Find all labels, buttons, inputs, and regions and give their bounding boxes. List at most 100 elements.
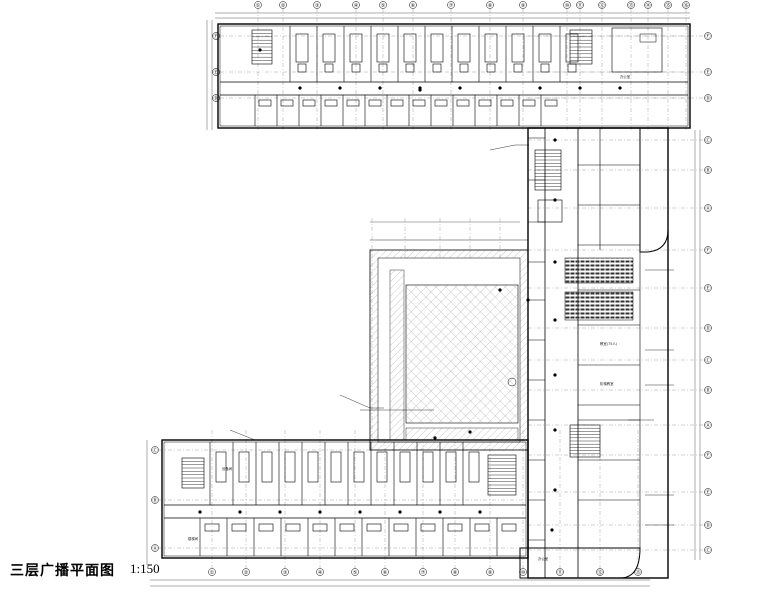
svg-text:Ⓒ: Ⓒ — [152, 447, 157, 454]
axis-bubble-top: ⑯ — [682, 1, 690, 9]
axis-bubble-right: Ⓓ — [704, 94, 712, 102]
speaker-mark — [618, 86, 622, 90]
speaker-mark — [258, 48, 262, 52]
east-wing: 教室(75人) 阶梯教室 办公室 — [519, 127, 669, 579]
svg-text:⑤: ⑤ — [381, 3, 386, 9]
speaker-mark — [358, 510, 362, 514]
axis-bubble-top: ④ — [352, 1, 360, 9]
axis-bubble-top: ⑥ — [409, 1, 417, 9]
svg-text:Ⓒ: Ⓒ — [705, 357, 710, 364]
svg-text:Ⓔ: Ⓔ — [705, 285, 710, 292]
axis-bubble-top: ⑬ — [627, 1, 635, 9]
svg-text:Ⓕ: Ⓕ — [705, 33, 710, 40]
speaker-mark — [298, 86, 302, 90]
svg-text:Ⓓ: Ⓓ — [705, 522, 710, 529]
axis-bubble-right: Ⓕ — [704, 451, 712, 459]
svg-text:⑧: ⑧ — [453, 570, 458, 576]
axis-bubble-right: Ⓐ — [704, 421, 712, 429]
svg-text:Ⓔ: Ⓔ — [213, 69, 218, 76]
svg-text:⑮: ⑮ — [665, 2, 670, 9]
axis-bubble-top: ⑤ — [379, 1, 387, 9]
axis-bubble-bottom: ⑫ — [596, 568, 604, 576]
axis-bubble-bottom: ② — [242, 568, 250, 576]
drawing-scale: 1:150 — [130, 561, 160, 576]
svg-text:Ⓕ: Ⓕ — [213, 33, 218, 40]
svg-text:Ⓑ: Ⓑ — [152, 497, 157, 504]
svg-text:②: ② — [244, 570, 249, 576]
svg-text:⑪: ⑪ — [577, 2, 582, 9]
speaker-mark — [553, 138, 557, 142]
svg-text:③: ③ — [283, 570, 288, 576]
svg-text:⑥: ⑥ — [411, 3, 416, 9]
speaker-mark — [553, 198, 557, 202]
axis-bubble-top: ⑪ — [576, 1, 584, 9]
svg-text:⑦: ⑦ — [421, 570, 426, 576]
room-label-equipment: 设备间 — [222, 466, 233, 471]
svg-text:Ⓐ: Ⓐ — [705, 205, 710, 212]
speaker-mark — [498, 288, 502, 292]
axis-bubble-top: ⑫ — [598, 1, 606, 9]
speaker-mark — [578, 86, 582, 90]
svg-text:⑩: ⑩ — [521, 570, 526, 576]
speaker-mark — [526, 298, 530, 302]
svg-text:⑫: ⑫ — [597, 569, 602, 576]
svg-text:③: ③ — [315, 3, 320, 9]
axis-bubble-bottom: ⑧ — [451, 568, 459, 576]
speaker-mark — [498, 86, 502, 90]
broadcast-speakers — [198, 48, 622, 532]
speaker-mark — [468, 430, 472, 434]
axis-bubble-right: Ⓔ — [704, 488, 712, 496]
axis-bubble-right: Ⓒ — [704, 356, 712, 364]
axis-bubble-bottom: ⑥ — [381, 568, 389, 576]
axis-bubble-bottom: ⑨ — [486, 568, 494, 576]
courtyard — [369, 239, 529, 451]
svg-text:Ⓓ: Ⓓ — [705, 95, 710, 102]
svg-text:⑤: ⑤ — [353, 570, 358, 576]
axis-bubble-bottom: ⑤ — [351, 568, 359, 576]
axis-bubble-right: Ⓓ — [704, 521, 712, 529]
axis-bubble-bottom: ⑦ — [419, 568, 427, 576]
axis-bubble-top: ⑩ — [563, 1, 571, 9]
axis-bubble-right: Ⓕ — [704, 32, 712, 40]
svg-text:Ⓔ: Ⓔ — [705, 69, 710, 76]
svg-text:Ⓐ: Ⓐ — [705, 422, 710, 429]
dimension-lines — [146, 12, 701, 587]
axis-bubble-right: Ⓕ — [704, 246, 712, 254]
svg-text:⑦: ⑦ — [449, 3, 454, 9]
axis-bubble-top: ⑨ — [519, 1, 527, 9]
axis-bubble-right: Ⓓ — [704, 324, 712, 332]
room-label-stair: 楼梯间 — [188, 536, 199, 541]
svg-text:Ⓒ: Ⓒ — [705, 547, 710, 554]
speaker-mark — [198, 510, 202, 514]
axis-bubble-right: Ⓔ — [704, 284, 712, 292]
axis-bubble-bottom: ⑩ — [519, 568, 527, 576]
north-wing: 办公室 — [217, 23, 691, 129]
axis-bubble-top: ② — [279, 1, 287, 9]
axis-bubble-left: Ⓒ — [151, 446, 159, 454]
axis-bubble-left: Ⓑ — [151, 496, 159, 504]
axis-bubble-bottom: ① — [208, 568, 216, 576]
speaker-mark — [553, 260, 557, 264]
speaker-mark — [318, 510, 322, 514]
axis-bubble-right: Ⓔ — [704, 68, 712, 76]
speaker-mark — [238, 510, 242, 514]
annotation-leaders — [229, 144, 674, 526]
svg-text:Ⓔ: Ⓔ — [705, 489, 710, 496]
axis-bubble-bottom: ③ — [281, 568, 289, 576]
svg-text:⑬: ⑬ — [635, 569, 640, 576]
svg-text:①: ① — [210, 570, 215, 576]
svg-text:Ⓕ: Ⓕ — [705, 452, 710, 459]
svg-text:⑨: ⑨ — [488, 570, 493, 576]
axis-bubble-right: Ⓒ — [704, 546, 712, 554]
axis-bubble-right: Ⓑ — [704, 386, 712, 394]
svg-text:Ⓓ: Ⓓ — [705, 325, 710, 332]
svg-text:①: ① — [256, 3, 261, 9]
speaker-mark — [553, 488, 557, 492]
speaker-mark — [398, 510, 402, 514]
svg-text:②: ② — [281, 3, 286, 9]
